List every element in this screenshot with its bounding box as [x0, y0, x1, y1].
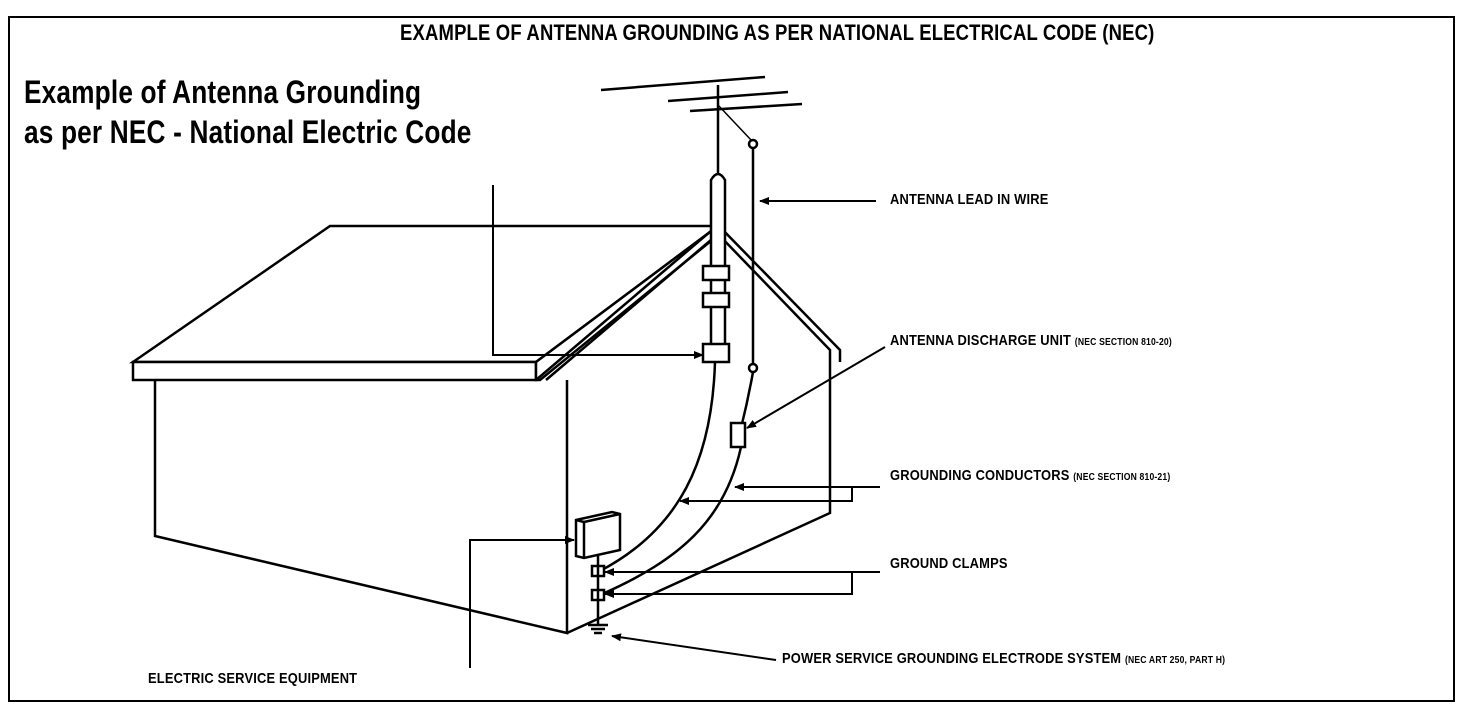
house-front-wall — [153, 380, 569, 635]
leader-clamp-2 — [604, 572, 853, 598]
label-discharge-unit: ANTENNA DISCHARGE UNIT (NEC SECTION 810-… — [890, 332, 1172, 349]
house-gable-inner — [545, 232, 832, 381]
label-lead-in-wire: ANTENNA LEAD IN WIRE — [890, 191, 1049, 208]
discharge-unit — [729, 421, 747, 449]
diagram-title: EXAMPLE OF ANTENNA GROUNDING AS PER NATI… — [400, 20, 1155, 45]
label-ground-clamps: GROUND CLAMPS — [890, 555, 1008, 572]
label-power-service-ref: (NEC ART 250, PART H) — [1124, 655, 1226, 666]
antenna-element-2 — [667, 90, 789, 103]
leader-mast-clamp — [492, 185, 704, 359]
label-discharge-unit-ref: (NEC SECTION 810-20) — [1074, 337, 1172, 348]
label-electric-service: ELECTRIC SERVICE EQUIPMENT — [148, 670, 358, 687]
mast-bracket-2 — [701, 291, 731, 309]
antenna — [600, 75, 803, 175]
leader-conductor-1 — [679, 487, 853, 505]
heading-line-1: Example of Antenna Grounding — [24, 74, 422, 110]
label-power-service-text: POWER SERVICE GROUNDING ELECTRODE SYSTEM — [782, 650, 1122, 667]
house — [128, 223, 842, 635]
mast-clamp — [701, 342, 731, 364]
label-grounding-conductors: GROUNDING CONDUCTORS (NEC SECTION 810-21… — [890, 467, 1170, 484]
leader-service — [469, 536, 575, 668]
label-discharge-unit-text: ANTENNA DISCHARGE UNIT — [890, 332, 1072, 349]
mast — [701, 172, 731, 364]
leader-discharge — [746, 346, 886, 429]
label-grounding-conductors-ref: (NEC SECTION 810-21) — [1073, 472, 1171, 483]
diagram-frame — [8, 16, 1455, 702]
leader-power-service — [611, 633, 777, 661]
heading-line-2: as per NEC - National Electric Code — [24, 114, 472, 150]
house-eave — [131, 360, 538, 382]
antenna-element-3 — [689, 102, 803, 113]
house-gable — [535, 223, 842, 381]
service-equipment — [574, 510, 622, 635]
antenna-terminal — [747, 138, 759, 150]
label-grounding-conductors-text: GROUNDING CONDUCTORS — [890, 467, 1070, 484]
antenna-element-1 — [600, 75, 766, 92]
grounding-conductor-mast — [597, 361, 717, 574]
mast-bracket-1 — [701, 264, 731, 282]
antenna-feed — [717, 104, 753, 142]
label-power-service: POWER SERVICE GROUNDING ELECTRODE SYSTEM… — [782, 650, 1225, 667]
service-box — [574, 510, 622, 560]
page-heading: Example of Antenna Grounding as per NEC … — [24, 72, 472, 152]
lead-in-wire — [599, 148, 759, 597]
